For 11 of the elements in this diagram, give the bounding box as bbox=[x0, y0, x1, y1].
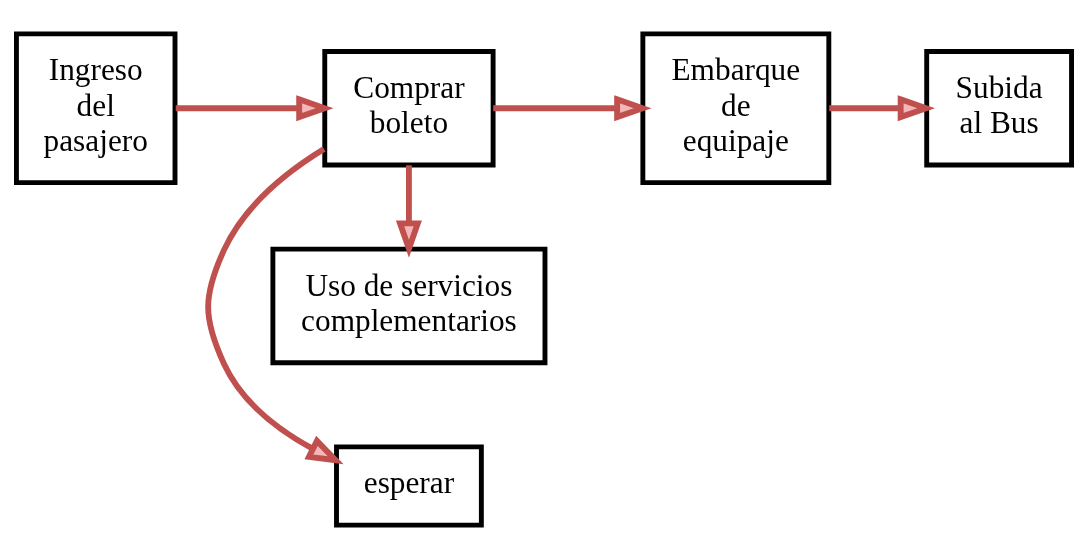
node-box: Subida al Bus bbox=[924, 49, 1074, 168]
arrow bbox=[175, 95, 334, 122]
node-box: Comprar boleto bbox=[322, 49, 496, 168]
node-box: esperar bbox=[334, 444, 484, 528]
node-box: Uso de servicios complementarios bbox=[270, 246, 548, 366]
arrow bbox=[493, 95, 652, 122]
arrow bbox=[205, 146, 344, 465]
node-box: Ingreso del pasajero bbox=[14, 31, 178, 186]
arrow bbox=[395, 165, 422, 258]
node-box: Embarque de equipaje bbox=[640, 31, 832, 186]
arrow bbox=[829, 95, 935, 122]
